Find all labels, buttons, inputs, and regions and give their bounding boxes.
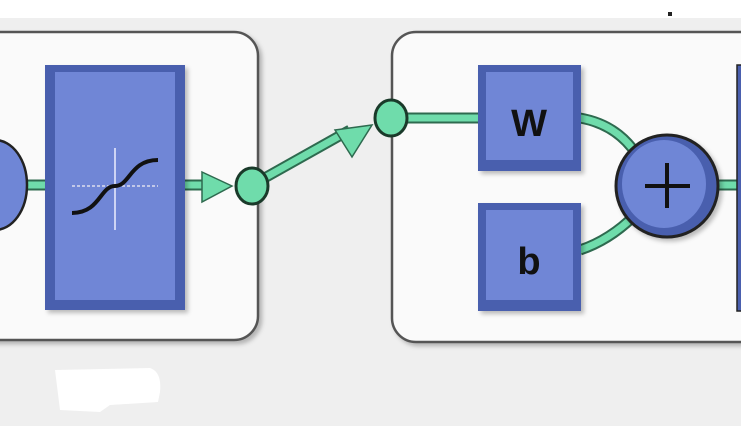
mark — [668, 12, 672, 16]
occluded-label — [55, 368, 161, 412]
transfer-function-block — [45, 65, 185, 310]
plus-icon — [645, 163, 690, 208]
junction-node — [234, 166, 270, 206]
arrow-icon — [333, 124, 374, 159]
bias-block — [478, 203, 581, 311]
weight-label: W — [511, 103, 547, 145]
bias-label: b — [517, 241, 540, 283]
sigmoid-transfer-icon — [71, 148, 159, 230]
next-block-partial — [736, 64, 741, 312]
arrow-icon — [201, 170, 234, 204]
weight-block — [478, 65, 581, 171]
sum-node-partial — [0, 139, 29, 231]
junction-node — [373, 98, 409, 138]
